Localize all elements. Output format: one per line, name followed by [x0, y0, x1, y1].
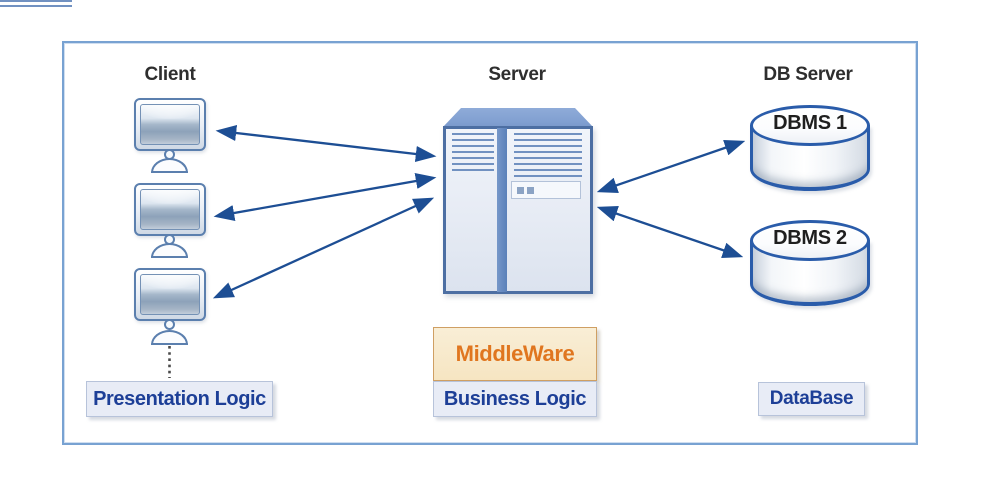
server-drive-panel — [511, 181, 581, 199]
middleware-box: MiddleWare — [433, 327, 597, 381]
monitor-screen — [140, 189, 200, 230]
monitor-screen — [140, 274, 200, 315]
server-front-stripe — [497, 128, 507, 292]
server-tower-top-face — [443, 108, 593, 127]
monitor-stand-neck — [164, 319, 175, 330]
monitor-screen — [140, 104, 200, 145]
client-column-title: Client — [144, 64, 196, 85]
dbms1-label: DBMS 1 — [773, 112, 847, 134]
client-monitor-icon — [134, 268, 206, 321]
presentation-logic-box: Presentation Logic — [86, 381, 273, 417]
client-monitor-icon — [134, 98, 206, 151]
cylinder-top — [750, 220, 870, 261]
database-cylinder-icon: DBMS 1 — [750, 105, 870, 193]
server-column-title: Server — [488, 64, 546, 85]
server-bottom-slots — [0, 0, 72, 8]
drive-button-icon — [517, 187, 524, 194]
server-vents-left — [452, 133, 494, 173]
cylinder-top — [750, 105, 870, 146]
client-monitor-icon — [134, 183, 206, 236]
database-box: DataBase — [758, 382, 865, 416]
db-server-column-title: DB Server — [763, 64, 853, 85]
database-cylinder-icon: DBMS 2 — [750, 220, 870, 308]
business-logic-box: Business Logic — [433, 381, 597, 417]
dbms2-label: DBMS 2 — [773, 227, 847, 249]
drive-button-icon — [527, 187, 534, 194]
server-vents-right — [514, 133, 582, 179]
